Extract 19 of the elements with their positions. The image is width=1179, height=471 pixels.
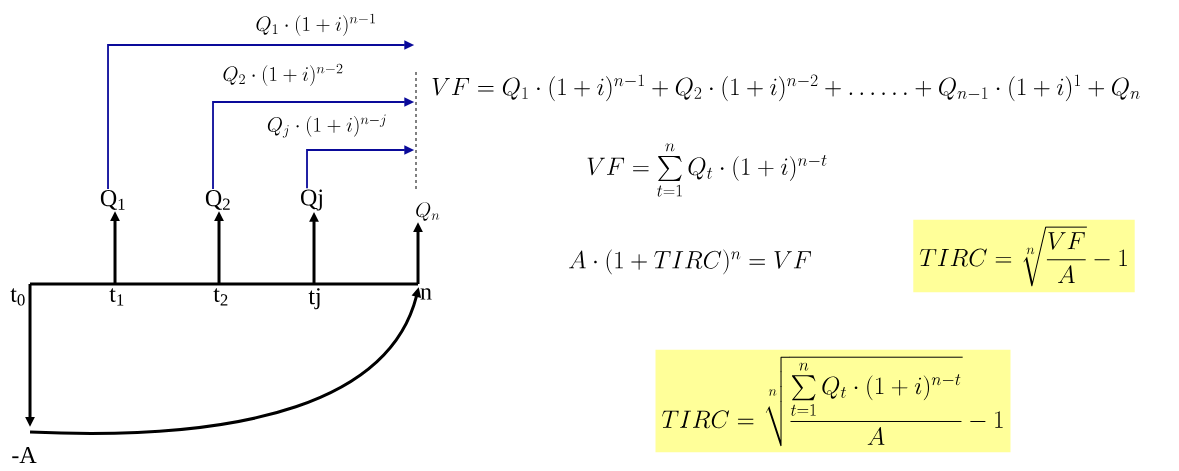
edge-label: $Q_j \cdot (1+i)^{n-j}$: [267, 114, 386, 138]
tick-label: t$_{0}$: [10, 288, 25, 306]
tick-label: t$_{1}$: [109, 288, 124, 306]
formula-box: $TIRC = \sqrt[n]{\dfrac{\sum\limits_{t=1}^{n} Q_t \cdot (1+i)^{n-t}}{A}} - 1$: [655, 349, 1011, 453]
formula: $A \cdot (1+TIRC)^{n} = VF$: [569, 249, 812, 275]
cash-flow-label: Q$_{1}$: [100, 190, 125, 210]
formula: $VF = \sum\limits_{t=1}^{n} Q_t \cdot (1+i)^{n-t}$: [587, 143, 827, 197]
edge-label: $Q_1 \cdot (1+i)^{n-1}$: [256, 13, 375, 36]
cash-flow-label: Q$_{2}$: [205, 190, 230, 210]
dashed-line: [415, 71, 417, 191]
edge-label: $Q_2 \cdot (1+i)^{n-2}$: [223, 63, 343, 86]
tick-label: tj: [308, 288, 320, 310]
cash-flow-label: $Q_n$: [416, 202, 440, 221]
formula: $VF = Q_1 \cdot (1+i)^{n-1} + Q_2 \cdot (1+i)^{n-2} + \ldots\ldots + Q_{n-1} \cdot (1+i)^{1} + Q_n$: [432, 74, 1140, 102]
cash-flow-label: Qj: [301, 189, 322, 211]
cash-flow-label: n: [420, 288, 432, 300]
tick-label: t$_{2}$: [213, 288, 228, 306]
formula-box: $TIRC = \sqrt[n]{\dfrac{VF}{A}} - 1$: [913, 219, 1135, 293]
cash-flow-label: -A: [12, 447, 37, 463]
